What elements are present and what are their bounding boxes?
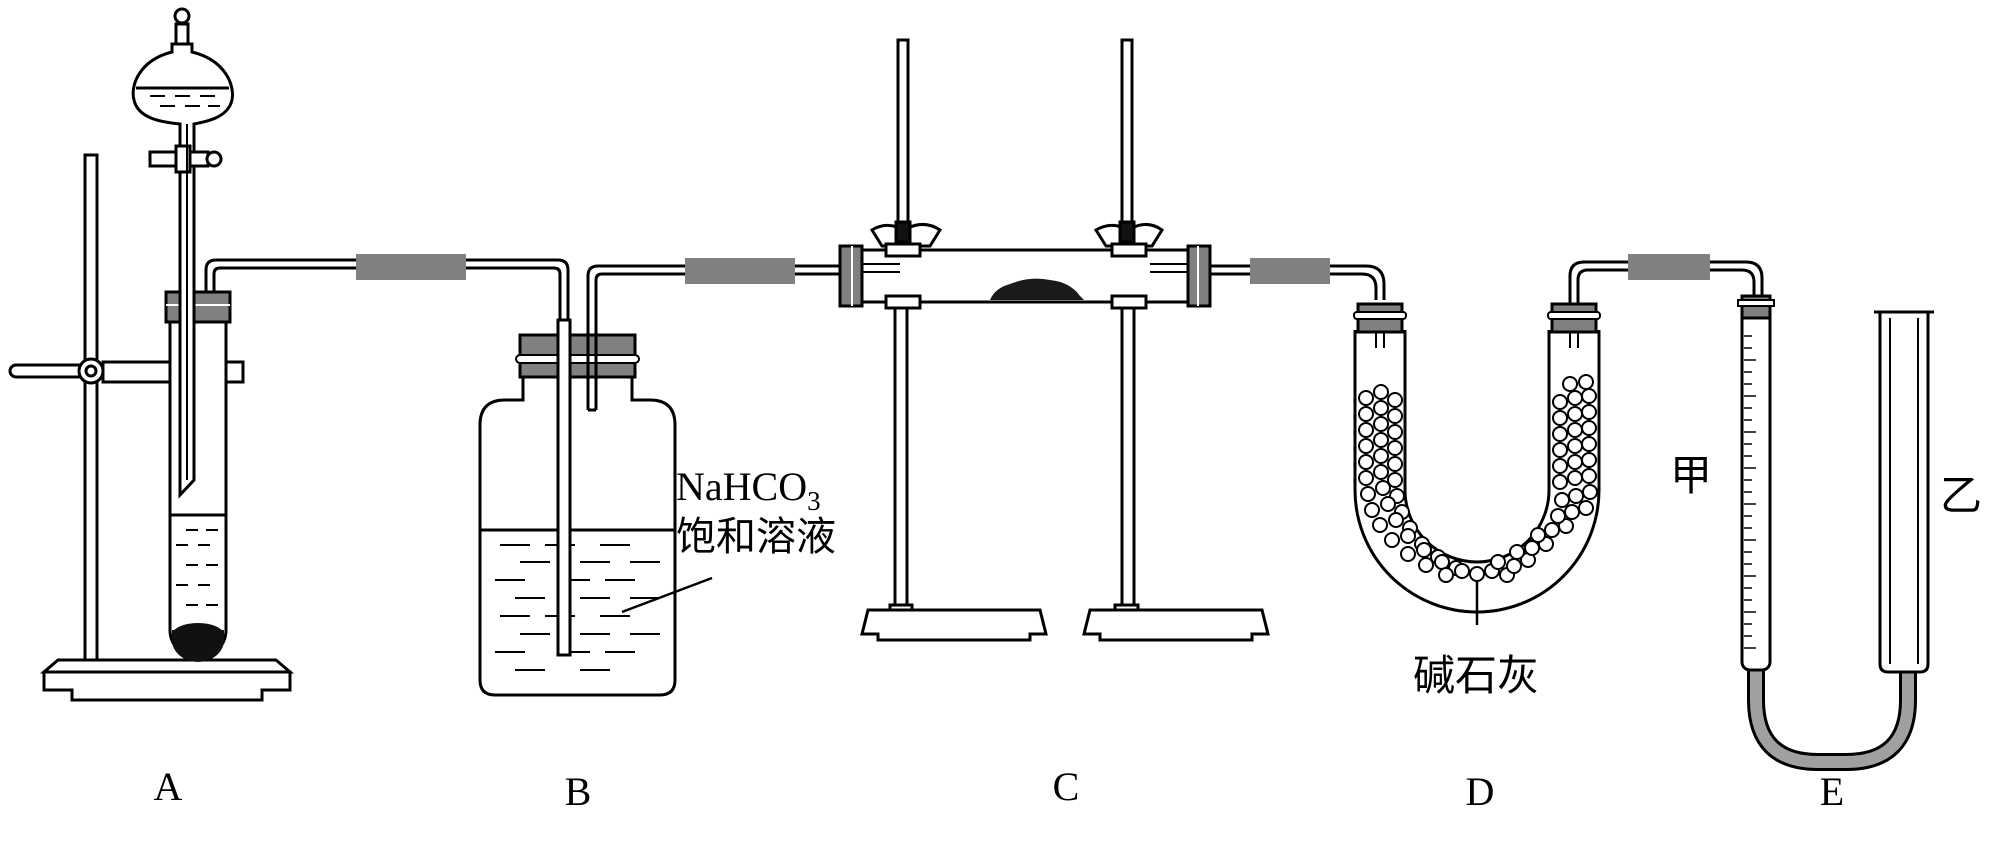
separatory-funnel [131,7,234,499]
labels: A B C D E NaHCO3 饱和溶液 碱石灰 甲 乙 [154,451,1982,814]
test-tube-a [164,290,232,662]
burette-jia [1740,310,1772,672]
reagent-b-formula: NaHCO3 [676,464,821,516]
label-yi: 乙 [1940,471,1982,520]
label-c: C [1053,764,1080,809]
solid-sample [990,278,1084,300]
reagent-d-label: 碱石灰 [1413,651,1539,700]
rubber-joint-de [1628,254,1710,280]
rubber-joint-ab [356,254,466,280]
stand-c-right [1082,38,1270,642]
apparatus-c [838,38,1386,642]
apparatus-b [478,258,870,697]
soda-lime-granules [1358,374,1598,583]
reagent-b-desc: 饱和溶液 [676,514,836,560]
apparatus-e [1737,294,1934,771]
label-e: E [1820,769,1844,814]
burette-scale [1744,335,1756,649]
label-jia: 甲 [1670,451,1712,500]
apparatus-a [8,7,570,702]
stand-a [8,153,295,702]
rubber-joint-bc [685,258,795,284]
stand-c-left [860,38,1048,642]
label-d: D [1466,769,1495,814]
label-b: B [565,769,592,814]
apparatus-d [1353,254,1764,625]
rubber-joint-cd [1250,258,1330,284]
leveling-tube-yi [1878,312,1930,674]
label-a: A [154,764,183,809]
